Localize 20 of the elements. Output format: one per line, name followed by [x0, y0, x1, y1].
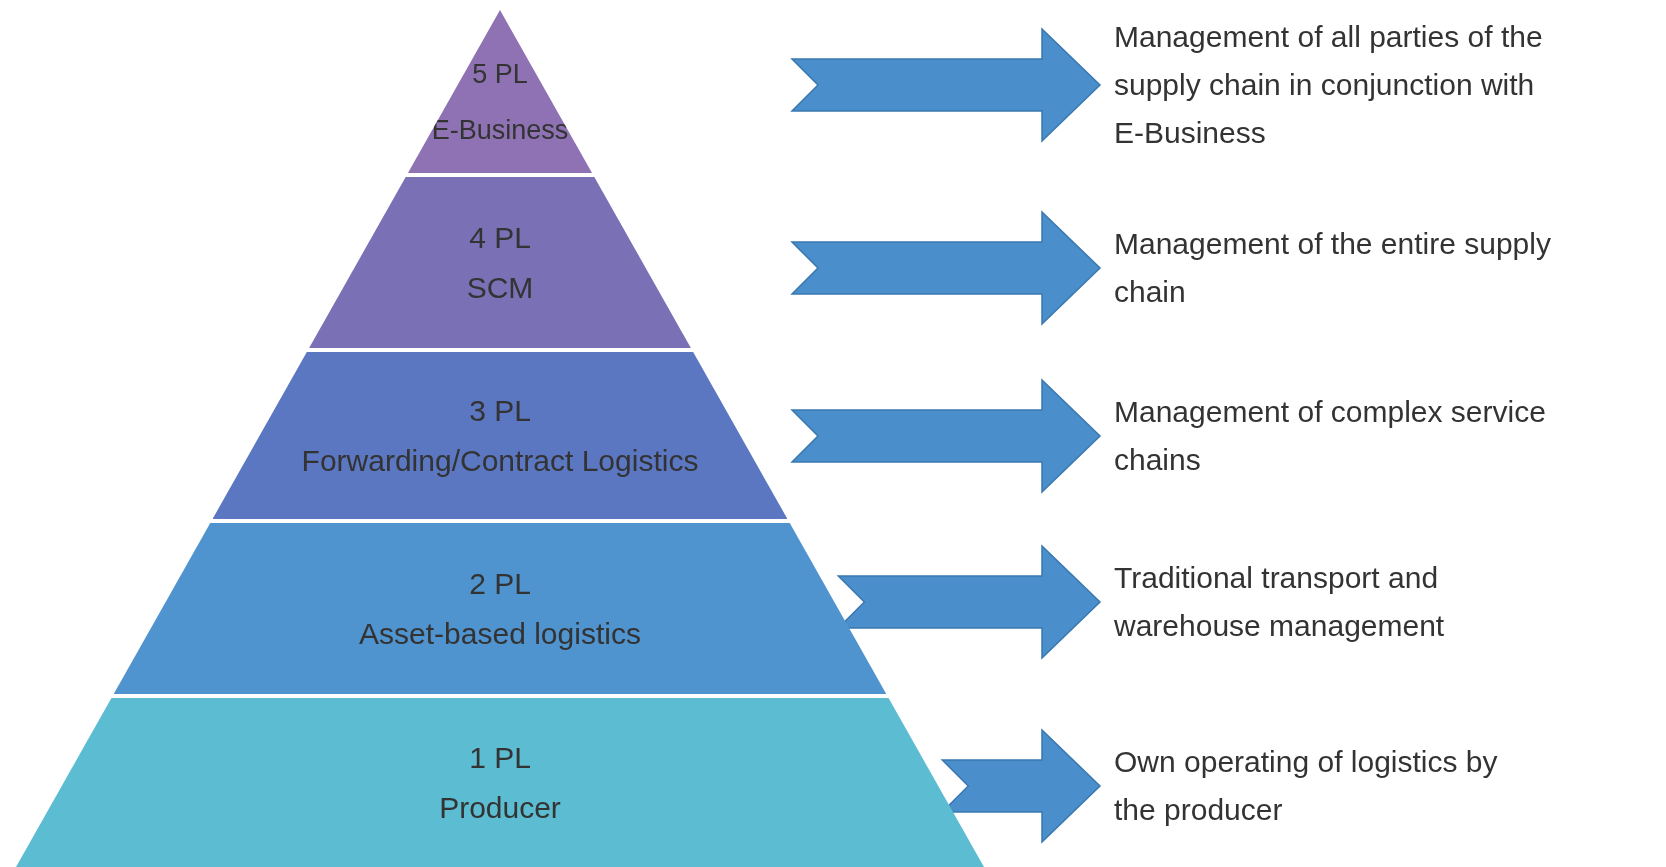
description-text: Management of complex service chains: [1114, 388, 1554, 484]
tier-label: 1 PL: [469, 740, 531, 776]
tier-label: Asset-based logistics: [359, 615, 641, 652]
tier-label: Producer: [439, 789, 561, 826]
tier-label: Forwarding/Contract Logistics: [301, 442, 699, 479]
tier-label: SCM: [466, 269, 534, 306]
tier-label: 2 PL: [469, 566, 531, 602]
tier-label: E-Business: [431, 113, 569, 147]
description-text: Own operating of logistics by the producer: [1114, 738, 1519, 834]
description-text: Management of the entire supply chain: [1114, 220, 1554, 316]
tier-label: 3 PL: [469, 393, 531, 429]
block-arrow: [790, 210, 1102, 326]
block-arrow: [940, 728, 1102, 844]
tier-label: 4 PL: [469, 220, 531, 256]
block-arrow: [836, 544, 1102, 660]
description-text: Management of all parties of the supply chain in conjunction with E-Business: [1114, 13, 1554, 157]
tier-label: 5 PL: [472, 57, 528, 91]
description-text: Traditional transport and warehouse management: [1114, 554, 1554, 650]
block-arrow: [790, 378, 1102, 494]
block-arrow: [790, 27, 1102, 143]
